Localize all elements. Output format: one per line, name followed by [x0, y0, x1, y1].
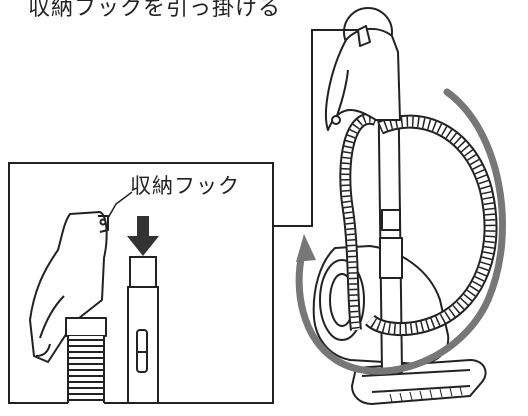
hook-label: 収納フック — [130, 170, 240, 200]
page-title: 収納フックを引っ掛ける — [28, 0, 281, 22]
inset-pipe — [128, 257, 158, 403]
vacuum-cleaner — [314, 26, 491, 404]
